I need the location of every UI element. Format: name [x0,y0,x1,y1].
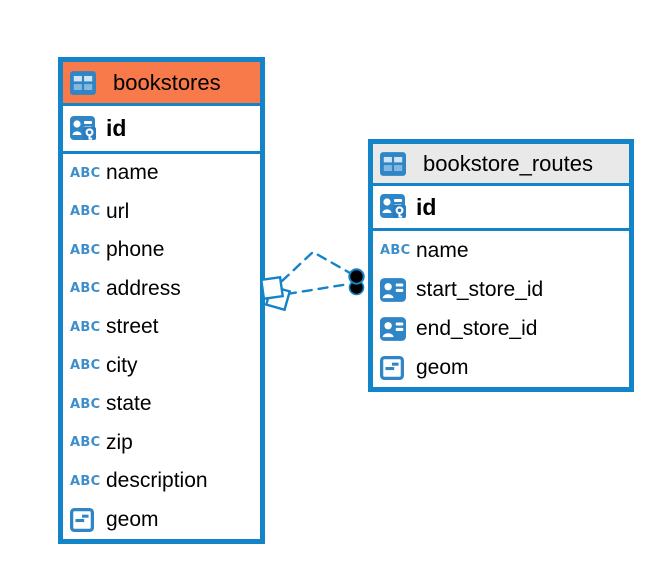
column-row-state[interactable]: ABC state [63,385,260,424]
column-name: end_store_id [416,316,538,340]
text-type-icon: ABC [70,281,101,297]
relationship-target-marker-dots[interactable] [348,268,365,296]
column-name: street [106,315,159,339]
column-name: start_store_id [416,277,544,301]
foreign-key-icon [380,277,416,302]
column-row-street[interactable]: ABC street [63,308,260,347]
primary-key-icon [70,114,106,144]
column-name: id [106,115,127,141]
fk-relationship-line-2[interactable] [285,282,351,296]
column-list: ABC name ABC url ABC phone ABC address A… [63,154,260,539]
column-name: address [106,276,181,300]
column-name: phone [106,238,165,262]
geometry-type-icon [70,507,106,532]
column-list: ABC name start_store_id [373,231,629,387]
column-row-zip[interactable]: ABC zip [63,424,260,463]
table-bookstores-header[interactable]: bookstores [63,62,260,106]
primary-key-icon [380,192,416,222]
column-name: geom [416,355,469,379]
column-row-name[interactable]: ABC name [63,154,260,193]
text-type-icon: ABC [70,435,101,451]
table-icon [70,70,106,95]
column-name: city [106,353,138,377]
column-name: name [106,161,159,185]
text-type-icon: ABC [70,204,101,220]
text-type-icon: ABC [70,358,101,374]
table-bookstores[interactable]: bookstores id ABC name ABC url [58,57,265,544]
column-name: url [106,199,130,223]
column-name: name [416,238,469,262]
column-row-id[interactable]: id [63,106,260,154]
table-title: bookstore_routes [423,150,593,176]
table-title: bookstores [113,69,221,95]
column-row-start-store-id[interactable]: start_store_id [373,270,629,309]
text-type-icon: ABC [70,165,101,181]
column-row-phone[interactable]: ABC phone [63,231,260,270]
text-type-icon: ABC [70,242,101,258]
text-type-icon: ABC [70,473,101,489]
fk-relationship-line-1[interactable] [280,250,352,283]
column-row-url[interactable]: ABC url [63,193,260,232]
column-name: state [106,392,152,416]
text-type-icon: ABC [380,243,411,258]
foreign-key-icon [380,316,416,341]
text-type-icon: ABC [70,396,101,412]
table-bookstore-routes-header[interactable]: bookstore_routes [373,144,629,186]
text-type-icon: ABC [70,319,101,335]
column-row-address[interactable]: ABC address [63,270,260,309]
column-row-end-store-id[interactable]: end_store_id [373,309,629,348]
column-row-geom[interactable]: geom [373,348,629,387]
table-icon [380,151,416,176]
column-name: description [106,469,208,493]
column-name: id [416,193,437,220]
column-row-id[interactable]: id [373,186,629,231]
column-row-city[interactable]: ABC city [63,347,260,386]
column-row-name[interactable]: ABC name [373,231,629,270]
column-name: zip [106,430,133,454]
column-row-description[interactable]: ABC description [63,462,260,501]
geometry-type-icon [380,355,416,380]
column-name: geom [106,507,159,531]
column-row-geom[interactable]: geom [63,501,260,540]
table-bookstore-routes[interactable]: bookstore_routes id ABC name [368,139,634,392]
relationship-source-marker-diamonds[interactable] [259,275,292,312]
